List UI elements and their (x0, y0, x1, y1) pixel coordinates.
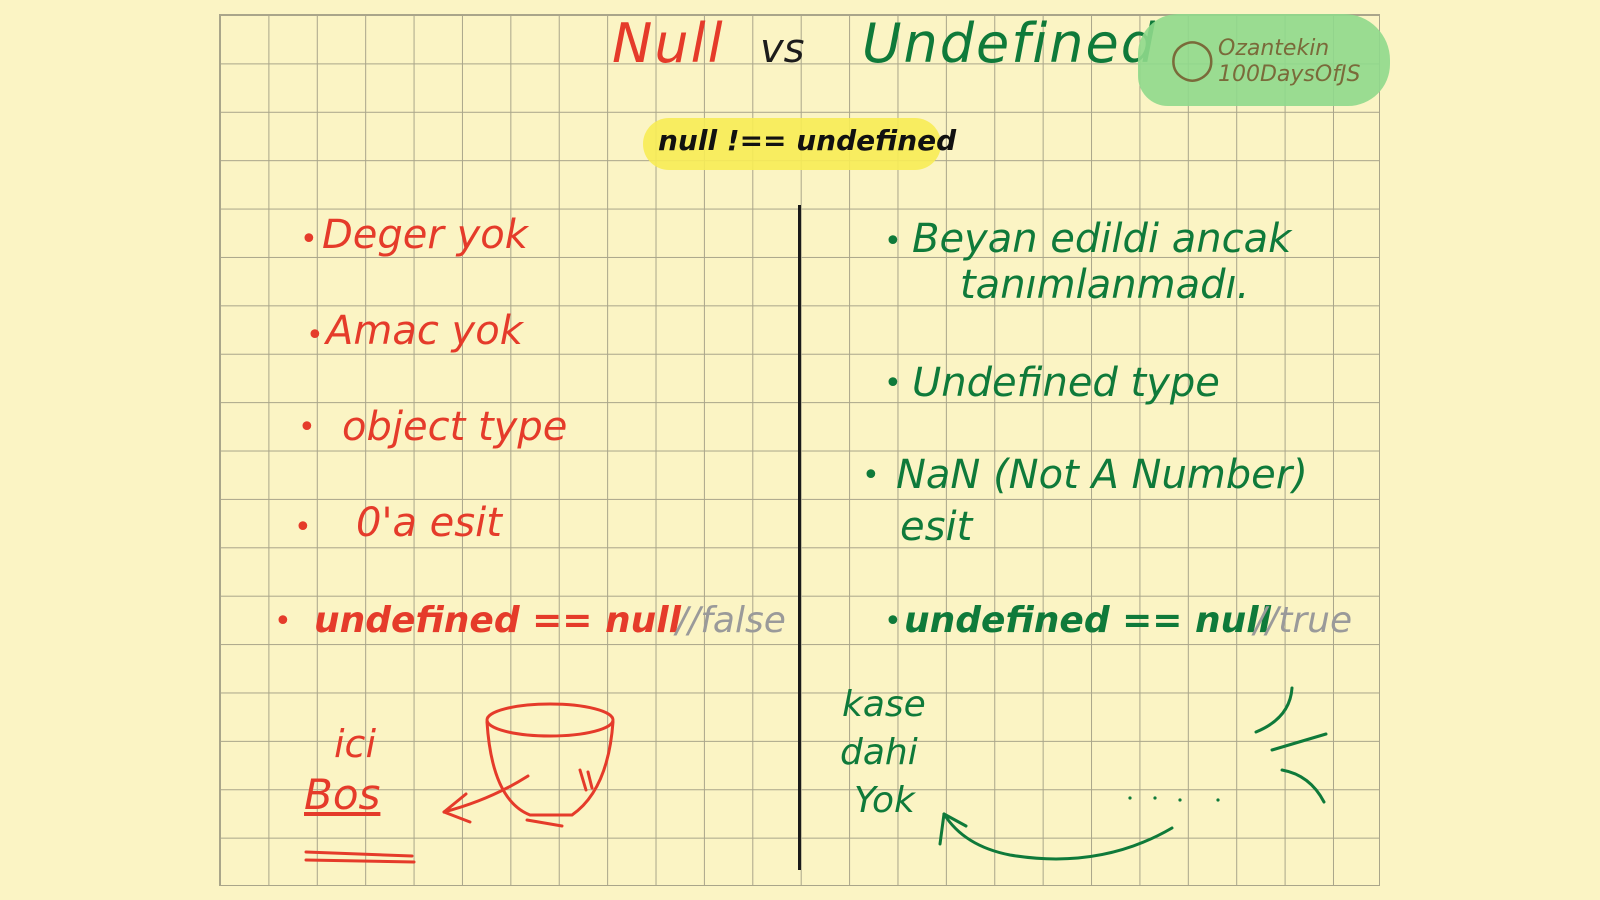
left-compare-comment: //false (676, 600, 786, 641)
bullet-icon: • (306, 318, 324, 353)
bullet-icon: • (884, 604, 902, 639)
title-undefined: Undefined (862, 12, 1157, 75)
left-compare-code: undefined == null (314, 600, 681, 641)
formula-text: null !== undefined (658, 124, 957, 157)
right-compare-comment: //true (1254, 600, 1353, 641)
badge-author: Ozantekin (1218, 36, 1330, 61)
right-item-1-line2: tanımlanmadı. (960, 262, 1250, 308)
left-item-1: Deger yok (322, 212, 528, 258)
bullet-icon: • (884, 366, 902, 401)
center-divider (798, 205, 801, 870)
drawing-label-bos: Bos (304, 770, 381, 819)
formula-highlight (643, 118, 941, 170)
right-item-2: Undefined type (912, 360, 1220, 406)
right-item-3-line2: esit (900, 504, 973, 550)
bullet-icon: • (884, 224, 902, 259)
right-compare-code: undefined == null (904, 600, 1271, 641)
right-item-3-line1: NaN (Not A Number) (896, 452, 1308, 498)
github-cat-icon: ◯ (1170, 36, 1215, 82)
left-item-3: object type (342, 404, 568, 450)
author-badge (1138, 14, 1390, 106)
bullet-icon: • (300, 222, 318, 257)
drawing-label-ici: ici (334, 722, 377, 766)
bullet-icon: • (862, 458, 880, 493)
right-item-1-line1: Beyan edildi ancak (912, 216, 1292, 262)
bullet-icon: • (294, 510, 312, 545)
badge-hashtag: 100DaysOfJS (1218, 62, 1361, 87)
drawing-label-kase: kase (842, 684, 926, 725)
left-item-2: Amac yok (326, 308, 523, 354)
title-vs: vs (760, 26, 805, 72)
bullet-icon: • (274, 604, 292, 639)
drawing-label-yok: Yok (854, 780, 915, 821)
left-item-4: 0'a esit (356, 500, 502, 546)
bullet-icon: • (298, 410, 316, 445)
title-null: Null (612, 12, 725, 75)
drawing-label-dahi: dahi (840, 732, 918, 773)
